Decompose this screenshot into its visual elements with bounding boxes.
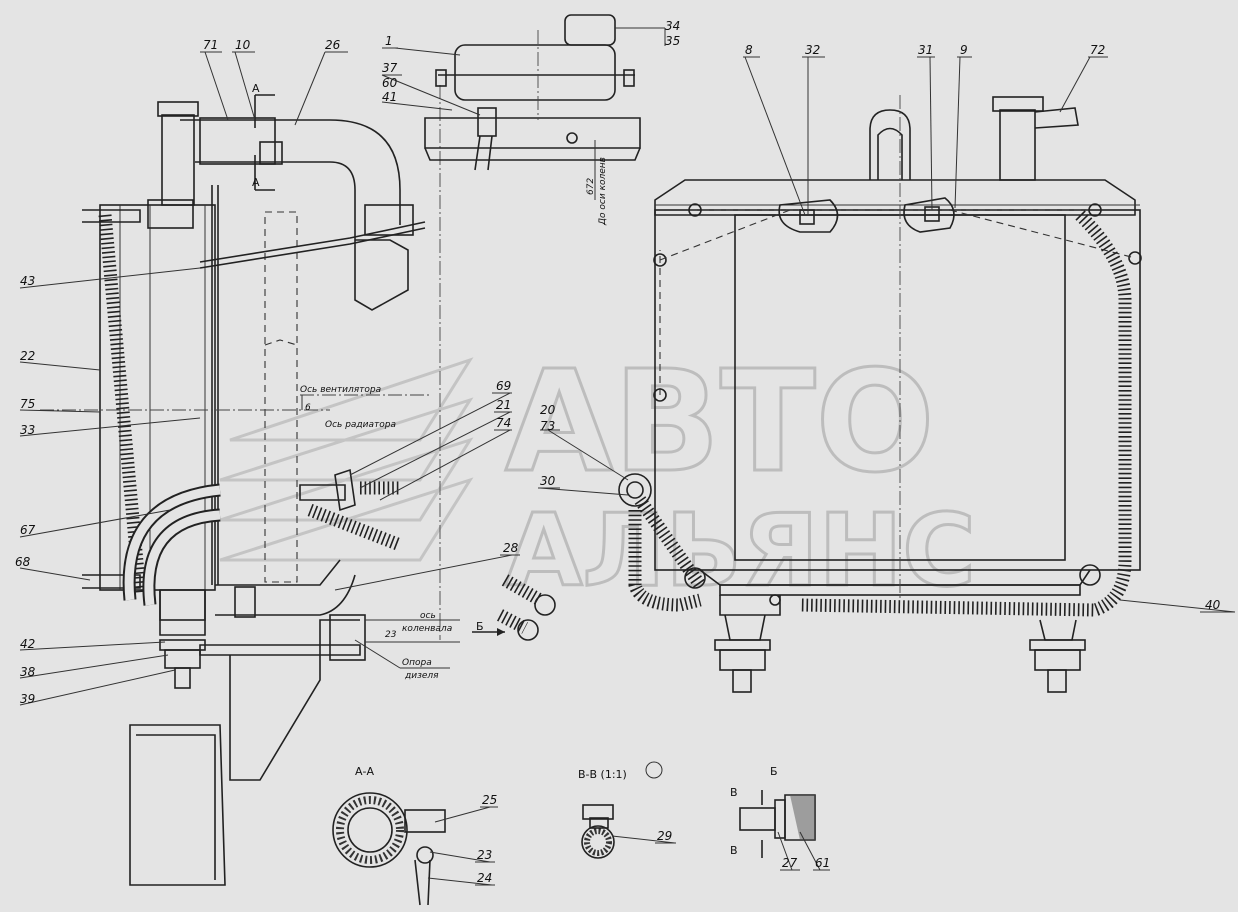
- callout-20: 20: [540, 403, 556, 417]
- callout-61: 61: [815, 856, 830, 870]
- leader-lines: [19, 27, 1236, 886]
- callout-60: 60: [382, 76, 398, 90]
- callout-31: 31: [918, 43, 933, 57]
- section-mark-v-bottom: В: [730, 844, 738, 857]
- callout-25: 25: [482, 793, 497, 807]
- support-plate: [129, 724, 226, 886]
- callout-8: 8: [745, 43, 753, 57]
- callout-42: 42: [20, 637, 35, 651]
- callout-35: 35: [665, 34, 680, 48]
- crankshaft-axis-2: коленвала: [402, 624, 452, 634]
- section-mark-a-bottom: А: [252, 176, 260, 189]
- view-b-mark: Б: [476, 620, 484, 633]
- tank-cap: [564, 14, 616, 46]
- callout-39: 39: [20, 692, 35, 706]
- watermark: АВТО АЛЬЯНС: [219, 340, 977, 611]
- watermark-line-2: АЛЬЯНС: [505, 492, 976, 609]
- callout-1: 1: [385, 34, 393, 48]
- front-view: [618, 95, 1142, 693]
- callout-71: 71: [203, 38, 218, 52]
- fan-axis-label: Ось вентилятора: [300, 385, 381, 395]
- right-foot: [1029, 619, 1086, 693]
- upper-pipe: [161, 114, 195, 206]
- callout-73: 73: [540, 419, 555, 433]
- left-foot: [714, 614, 771, 693]
- section-mark-a-top: А: [252, 82, 260, 95]
- section-aa: А-А: [332, 765, 446, 906]
- dim-672: 672: [586, 178, 596, 195]
- view-b: Б В В: [730, 765, 816, 858]
- callout-27: 27: [782, 856, 798, 870]
- expansion-tank: До оси коленв 672: [424, 14, 641, 226]
- callout-26: 26: [325, 38, 341, 52]
- callout-69: 69: [496, 379, 511, 393]
- callout-75: 75: [20, 397, 35, 411]
- callout-43: 43: [20, 274, 35, 288]
- callout-40: 40: [1205, 598, 1221, 612]
- section-vv: В-В (1:1): [578, 761, 663, 859]
- watermark-logo: [219, 357, 474, 562]
- callout-33: 33: [20, 423, 35, 437]
- callouts: 71 10 26 1 37 60 41 34 35 8 32 31 9 72 4…: [15, 19, 1221, 885]
- callout-29: 29: [657, 829, 672, 843]
- callout-74: 74: [496, 416, 511, 430]
- callout-30: 30: [540, 474, 556, 488]
- section-vv-title: В-В (1:1): [578, 768, 627, 781]
- callout-21: 21: [496, 398, 511, 412]
- axis-offset: 6: [305, 403, 311, 413]
- section-mark-v-top: В: [730, 786, 738, 799]
- callout-24: 24: [477, 871, 492, 885]
- callout-23: 23: [477, 848, 492, 862]
- callout-68: 68: [15, 555, 31, 569]
- dim-23: 23: [385, 630, 397, 640]
- to-crank-axis-label: До оси коленв: [598, 157, 608, 226]
- callout-32: 32: [805, 43, 820, 57]
- callout-9: 9: [960, 43, 968, 57]
- radiator-core-side: [99, 204, 216, 591]
- callout-72: 72: [1090, 43, 1105, 57]
- view-b-title: Б: [770, 765, 778, 778]
- callout-22: 22: [20, 349, 35, 363]
- callout-38: 38: [20, 665, 36, 679]
- callout-10: 10: [235, 38, 251, 52]
- section-aa-title: А-А: [355, 765, 374, 778]
- diesel-support-2: дизеля: [404, 671, 439, 681]
- callout-67: 67: [20, 523, 36, 537]
- callout-34: 34: [665, 19, 680, 33]
- side-view: А А Ось вентилятора Ось радиатора 6 ось …: [40, 82, 556, 886]
- callout-41: 41: [382, 90, 397, 104]
- callout-37: 37: [382, 61, 398, 75]
- callout-28: 28: [503, 541, 519, 555]
- diesel-support-1: Опора: [402, 658, 432, 668]
- drain-hose-front: [799, 210, 1132, 617]
- radiator-axis-label: Ось радиатора: [325, 420, 396, 430]
- filler-neck: [869, 109, 911, 180]
- crankshaft-axis-1: ось: [420, 611, 436, 621]
- watermark-line-1: АВТО: [505, 341, 935, 504]
